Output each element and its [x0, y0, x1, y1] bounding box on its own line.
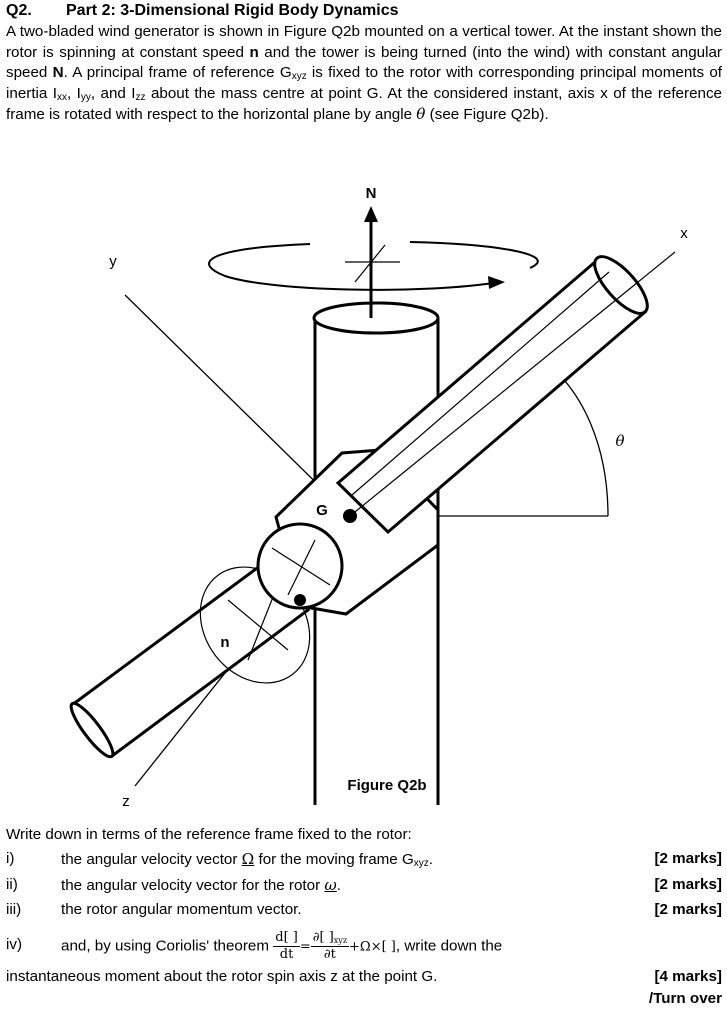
label-N: N [366, 185, 377, 202]
question-ii-text: the angular velocity vector for the roto… [61, 876, 342, 894]
intro-text-2: and the tower is being turned (into the … [6, 43, 722, 82]
question-i-text: the angular velocity vector Ω for the mo… [61, 850, 434, 869]
y-axis-line [124, 294, 351, 517]
label-theta: θ [615, 432, 624, 450]
question-iii-marks: [2 marks] [654, 901, 722, 918]
coriolis-lhs-fraction: d[ ]dt [273, 930, 300, 962]
tower-top-ellipse [312, 301, 440, 335]
upper-blade-centerline [351, 271, 610, 496]
problem-statement: A two-bladed wind generator is shown in … [6, 22, 722, 126]
question-ii-marks: [2 marks] [654, 876, 722, 893]
intro-text-5: , I [67, 84, 81, 102]
question-iii: iii) the rotor angular momentum vector. … [6, 901, 722, 923]
figure-caption: Figure Q2b [347, 777, 426, 794]
intro-theta: θ [416, 105, 426, 124]
omega-frame-symbol: Ω [241, 850, 255, 868]
intro-text-6: , and I [90, 84, 136, 102]
coriolis-cross-term: +Ω×[ ] [349, 939, 396, 955]
yaw-rotation-arrowhead [488, 276, 505, 289]
yaw-rotation-curve-back [409, 241, 539, 269]
label-x: x [680, 225, 688, 242]
intro-text-8: (see Figure Q2b). [425, 106, 549, 124]
intro-sub-zz: zz [135, 91, 146, 103]
label-y: y [109, 253, 117, 270]
rotor-hub-dot [294, 594, 306, 606]
omega-rotor-symbol: ω [324, 876, 337, 894]
intro-text-1: A two-bladed wind generator is shown in … [6, 23, 722, 61]
x-axis-line [349, 251, 676, 517]
yaw-rotation-curve-front [208, 243, 501, 291]
question-number: Q2. [6, 2, 32, 19]
question-iv: iv) and, by using Coriolis' theorem d[ ]… [6, 930, 722, 964]
question-iv-marks: [4 marks] [654, 968, 722, 985]
intro-sub-xx: xx [57, 91, 68, 103]
question-iii-text: the rotor angular momentum vector. [61, 901, 302, 918]
figure-q2b: N x y z G n θ Figure Q2b [69, 185, 688, 810]
questions-intro: Write down in terms of the reference fra… [6, 826, 412, 843]
intro-sub-xyz: xyz [291, 71, 307, 83]
question-iii-number: iii) [6, 901, 22, 918]
intro-text-4: is fixed to the rotor with corresponding… [6, 64, 722, 102]
label-n: n [220, 634, 229, 651]
intro-n: n [249, 43, 259, 61]
question-ii: ii) the angular velocity vector for the … [6, 876, 722, 898]
question-i: i) the angular velocity vector Ω for the… [6, 850, 722, 872]
question-ii-number: ii) [6, 876, 18, 893]
lower-blade-tip [69, 701, 115, 759]
question-iv-number: iv) [6, 936, 23, 953]
turn-over-note: /Turn over [648, 990, 722, 1007]
intro-sub-yy: yy [80, 91, 91, 103]
question-iv-continuation: instantaneous moment about the rotor spi… [6, 968, 438, 985]
label-z: z [122, 793, 130, 810]
N-arrow-head [364, 206, 378, 222]
n-cross-2 [247, 591, 276, 661]
coriolis-rhs-fraction: ∂[ ]xyz∂t [310, 930, 350, 962]
label-G: G [316, 502, 328, 519]
question-iv-text: and, by using Coriolis' theorem d[ ]dt=∂… [61, 930, 503, 962]
question-i-marks: [2 marks] [654, 850, 722, 867]
intro-text-3: . A principal frame of reference G [63, 64, 292, 82]
intro-N: N [52, 64, 64, 82]
hub-cross-1 [271, 547, 331, 586]
intro-text-7: about the mass centre at point G. At the… [6, 84, 722, 124]
question-i-number: i) [6, 850, 15, 867]
point-G [343, 509, 357, 523]
question-title: Part 2: 3-Dimensional Rigid Body Dynamic… [66, 2, 399, 19]
hub-cross-2 [287, 539, 316, 596]
n-cross-1 [227, 599, 289, 651]
upper-blade-tip [593, 255, 649, 315]
N-arrow-tick-2 [354, 244, 386, 283]
